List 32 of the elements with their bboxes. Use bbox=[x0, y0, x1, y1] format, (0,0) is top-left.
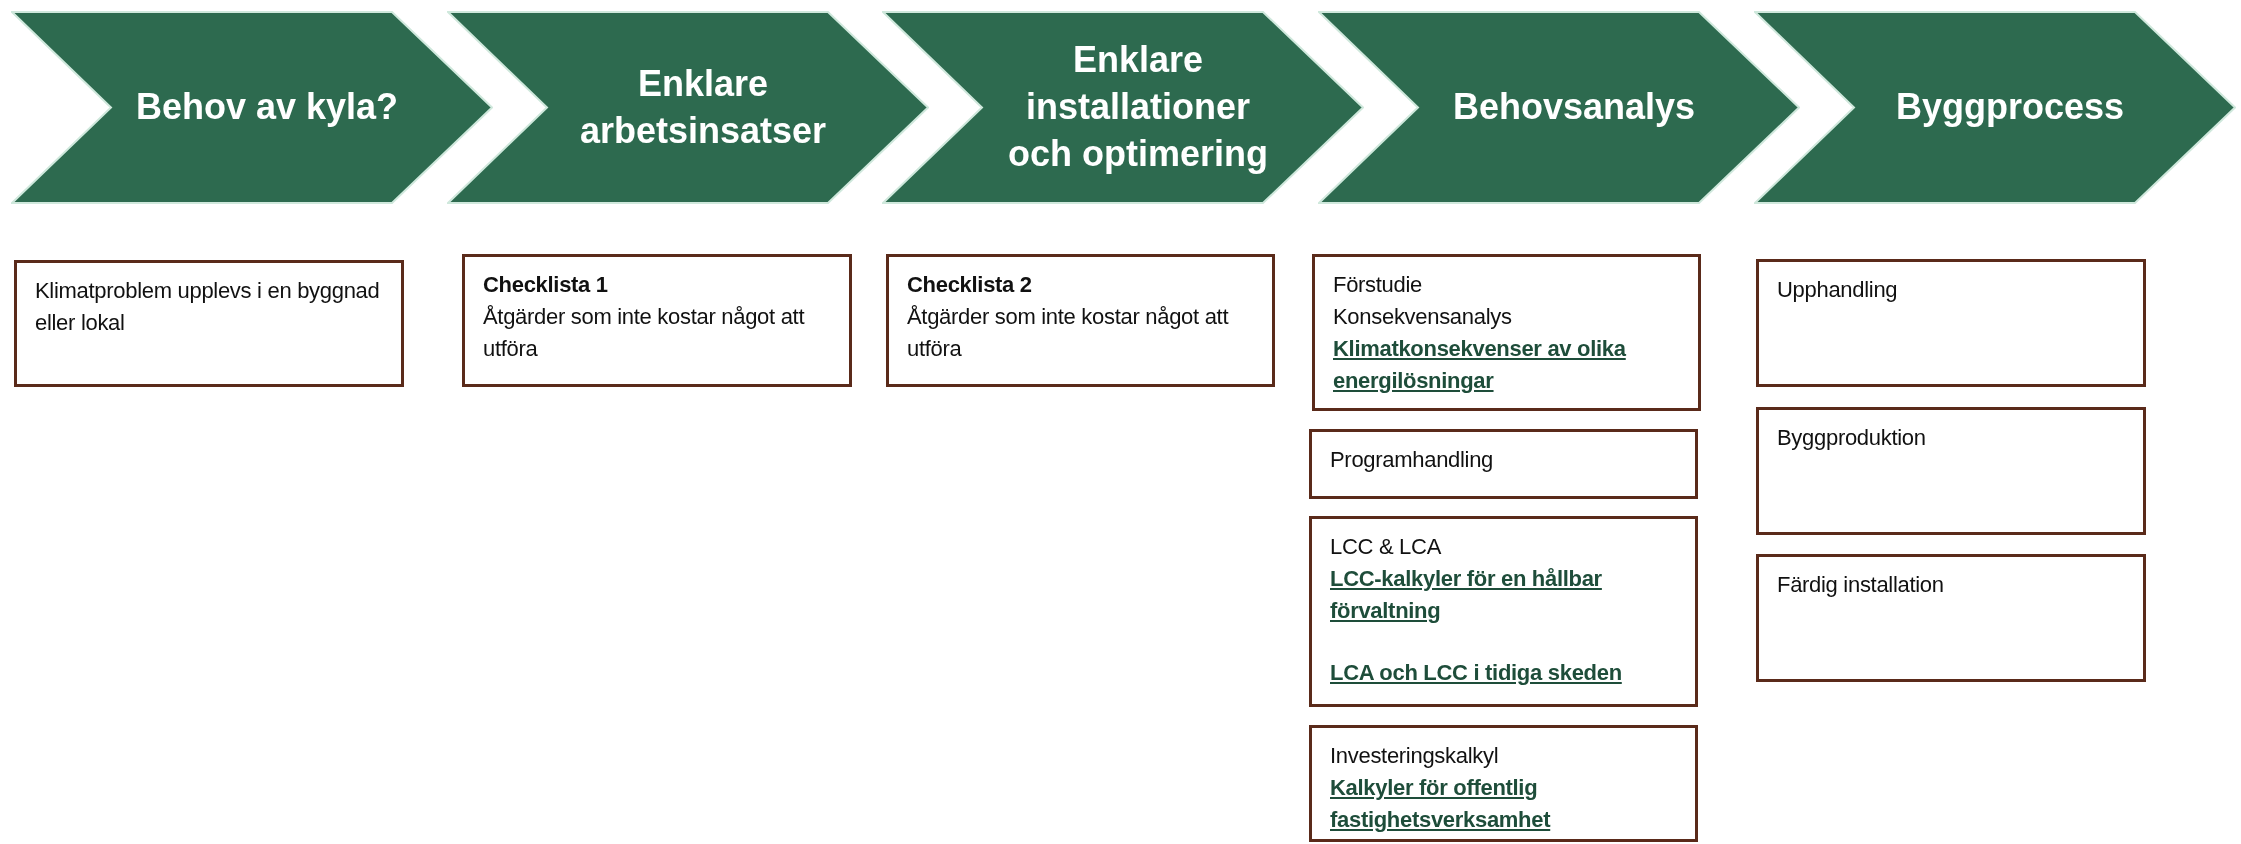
step-title: Behovsanalys bbox=[1452, 85, 1696, 130]
info-box bbox=[1756, 259, 2146, 387]
box-text: Färdig installation bbox=[1777, 571, 1945, 599]
box-text: LCC & LCA bbox=[1330, 533, 1442, 561]
info-box bbox=[1309, 429, 1698, 499]
box-text: Förstudie bbox=[1333, 271, 1423, 299]
box-heading: Checklista 1 bbox=[483, 271, 609, 299]
link: Klimatkonsekvenser av olika energilösningar bbox=[1333, 334, 1627, 395]
step-title: Behov av kyla? bbox=[135, 85, 399, 130]
box-text: Investeringskalkyl bbox=[1330, 742, 1500, 770]
step-title: Enklare installationer och optimering bbox=[1007, 38, 1269, 176]
link: LCA och LCC i tidiga skeden bbox=[1330, 658, 1622, 687]
info-box bbox=[1309, 516, 1698, 707]
box-heading: Checklista 2 bbox=[907, 271, 1033, 299]
link: Kalkyler för offentlig fastighetsverksamhet bbox=[1330, 773, 1552, 834]
step-title: Enklare arbetsinsatser bbox=[578, 61, 828, 153]
info-box bbox=[886, 254, 1275, 387]
box-text: Åtgärder som inte kostar något att utföra bbox=[483, 302, 806, 363]
box-text: Programhandling bbox=[1330, 446, 1495, 474]
link: LCC-kalkyler för en hållbar förvaltning bbox=[1330, 564, 1603, 625]
info-box bbox=[1756, 407, 2146, 535]
box-text: Klimatproblem upplevs i en byggnad eller lokal bbox=[35, 277, 381, 337]
box-text: Åtgärder som inte kostar något att utföra bbox=[907, 302, 1230, 363]
step-title: Byggprocess bbox=[1895, 85, 2125, 130]
box-text: Byggproduktion bbox=[1777, 424, 1927, 452]
info-box bbox=[14, 260, 404, 387]
box-text: Konsekvensanalys bbox=[1333, 302, 1513, 331]
box-text: Upphandling bbox=[1777, 276, 1899, 304]
info-box bbox=[1312, 254, 1701, 411]
info-box bbox=[462, 254, 852, 387]
info-box bbox=[1309, 725, 1698, 842]
info-box bbox=[1756, 554, 2146, 682]
